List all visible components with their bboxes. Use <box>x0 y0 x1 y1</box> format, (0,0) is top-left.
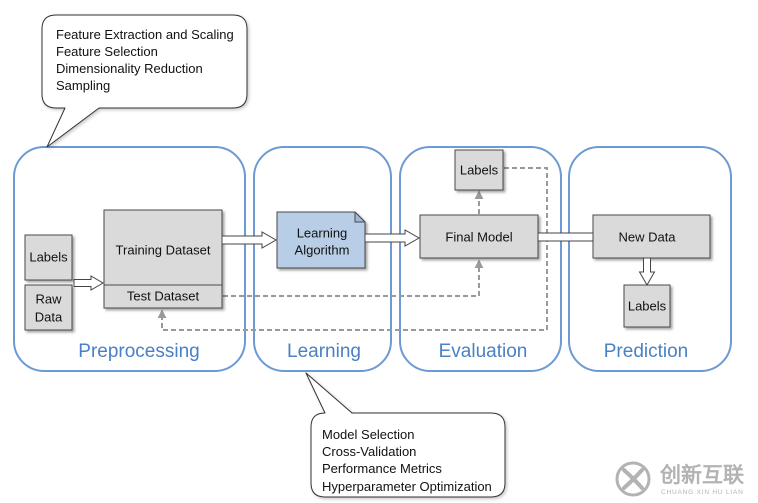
labels-evaluation-box <box>454 149 504 191</box>
learning-algorithm-label-line1: Learning <box>297 226 348 241</box>
preprocessing-callout-bubble <box>41 14 248 148</box>
learning-note: Cross-Validation <box>322 444 416 459</box>
block-arrows <box>73 229 656 291</box>
learning-callout-bubble <box>305 372 506 498</box>
preprocessing-note: Feature Extraction and Scaling <box>56 27 234 42</box>
box-labels: Labels Raw Data Training Dataset Test Da… <box>29 163 676 325</box>
labels-prediction-label: Labels <box>628 299 667 314</box>
dashed-connectors <box>157 167 548 331</box>
final-model-to-new-data-pipe <box>537 232 594 242</box>
stage-labels: Preprocessing Learning Evaluation Predic… <box>78 341 688 362</box>
test-dataset-box <box>103 284 223 309</box>
learning-algorithm-label-line2: Algorithm <box>295 243 350 258</box>
learning-algorithm-box <box>276 211 366 269</box>
process-boxes <box>24 149 711 331</box>
raw-data-label-line2: Data <box>35 310 63 325</box>
labels-input-box <box>24 234 73 281</box>
labels-prediction-box <box>623 284 671 328</box>
learning-note: Hyperparameter Optimization <box>322 479 492 494</box>
evaluation-stage-label: Evaluation <box>439 341 528 362</box>
watermark-logo-ring <box>615 461 651 497</box>
evaluation-panel <box>399 146 562 372</box>
prediction-stage-label: Prediction <box>604 341 689 362</box>
raw-data-to-training-arrow <box>73 275 104 291</box>
learning-note: Performance Metrics <box>322 461 442 476</box>
new-data-label: New Data <box>618 230 676 245</box>
test-dataset-to-final-model-dashed-arrow <box>223 259 484 297</box>
learning-algorithm-fold <box>354 211 366 223</box>
new-data-to-labels-arrow <box>638 257 656 287</box>
learning-note: Model Selection <box>322 427 415 442</box>
preprocessing-note: Dimensionality Reduction <box>56 61 203 76</box>
training-dataset-label: Training Dataset <box>116 243 211 258</box>
raw-data-label-line1: Raw <box>35 292 62 307</box>
labels-to-test-dataset-dashed-arrow <box>157 167 548 331</box>
final-model-label: Final Model <box>445 230 512 245</box>
raw-data-box <box>24 284 73 331</box>
preprocessing-notes-callout: Feature Extraction and Scaling Feature S… <box>41 14 248 148</box>
watermark-romanized: CHUANG XIN HU LIAN <box>661 489 744 496</box>
labels-input-label: Labels <box>29 250 68 265</box>
new-data-box <box>592 214 711 259</box>
learning-notes-callout: Model Selection Cross-Validation Perform… <box>305 372 506 498</box>
test-dataset-label: Test Dataset <box>127 289 200 304</box>
circle-x-logo-icon <box>615 461 651 497</box>
algorithm-to-final-model-arrow <box>364 229 421 247</box>
watermark: 创新互联 CHUANG XIN HU LIAN <box>615 461 744 497</box>
training-to-algorithm-arrow <box>221 231 278 249</box>
watermark-name: 创新互联 <box>659 463 744 487</box>
preprocessing-stage-label: Preprocessing <box>78 341 199 362</box>
learning-stage-label: Learning <box>287 341 361 362</box>
labels-evaluation-label: Labels <box>460 163 499 178</box>
preprocessing-note: Feature Selection <box>56 44 158 59</box>
final-model-box <box>419 214 539 259</box>
watermark-logo-mark <box>622 468 644 490</box>
preprocessing-note: Sampling <box>56 78 110 93</box>
